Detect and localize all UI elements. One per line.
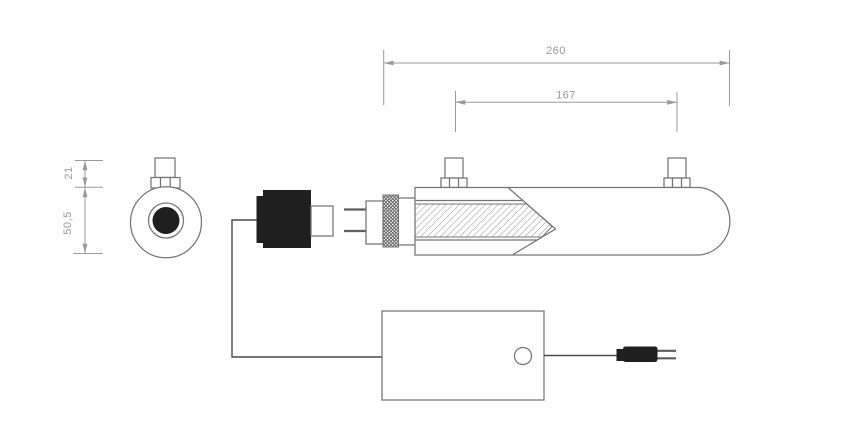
dim-overall-length-label: 260 — [546, 45, 566, 57]
port-left-stem — [444, 157, 464, 179]
lamp-chevron-tip — [507, 187, 557, 256]
end-view — [129, 157, 203, 259]
ballast-indicator-circle — [513, 346, 533, 366]
connector-nose — [310, 205, 334, 237]
ballast-box — [381, 310, 545, 401]
connector-cable — [231, 219, 382, 358]
dim-overall-length-group: 260 — [383, 45, 730, 106]
dim-arrow-left — [455, 99, 466, 105]
side-view — [414, 157, 731, 256]
knurled-ring — [382, 194, 399, 248]
dim-arrow-down — [82, 243, 88, 254]
dim-port-height-label: 21 — [63, 166, 75, 179]
lamp-pin-connector — [344, 194, 415, 248]
ballast-box-group — [381, 310, 545, 401]
dim-inner-length-group: 167 — [455, 90, 678, 132]
pin-housing — [365, 200, 384, 245]
end-view-inner-ring — [147, 202, 185, 239]
power-connector — [231, 190, 382, 358]
port-right-stem — [667, 157, 687, 179]
end-view-core-dot — [152, 207, 180, 234]
end-view-port-stem — [154, 157, 176, 179]
dim-inner-length-label: 167 — [556, 90, 576, 102]
dim-vertical-group: 21 50,5 — [62, 160, 103, 254]
dim-arrow-right — [667, 99, 677, 105]
dim-arrow-up — [82, 187, 88, 198]
mains-plug-group — [544, 346, 676, 362]
dim-body-diameter-label: 50,5 — [62, 211, 74, 234]
connector-rear-flange — [256, 196, 266, 243]
port-right-nut — [663, 177, 691, 189]
dim-arrow-up — [82, 160, 88, 171]
port-left-nut — [440, 177, 468, 189]
dim-arrow-left — [383, 60, 394, 66]
mains-plug-body — [623, 346, 658, 362]
connector-body — [263, 190, 311, 248]
lamp-hatched-body — [414, 203, 553, 238]
dim-arrow-down — [82, 177, 88, 188]
dim-arrow-right — [719, 60, 730, 66]
mains-plug-neck — [616, 349, 624, 361]
